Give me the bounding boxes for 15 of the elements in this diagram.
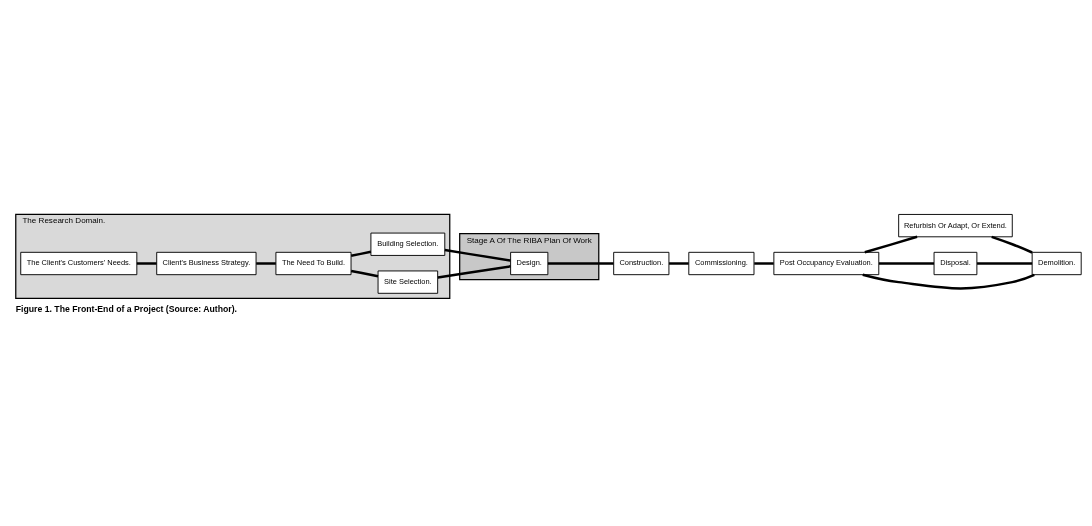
connector <box>350 250 372 257</box>
connector <box>991 235 1033 254</box>
connector <box>669 261 689 265</box>
connector <box>977 261 1033 265</box>
connector <box>444 248 511 262</box>
connector <box>547 261 614 265</box>
connector <box>437 264 511 279</box>
caption: Figure 1. The Front-End of a Project (Source: Author). <box>15 303 237 314</box>
connector <box>136 261 157 265</box>
connector <box>754 261 774 265</box>
connector <box>864 235 918 253</box>
connector <box>350 269 379 277</box>
connector <box>256 261 276 265</box>
connector <box>878 261 934 265</box>
connector <box>862 273 1035 290</box>
